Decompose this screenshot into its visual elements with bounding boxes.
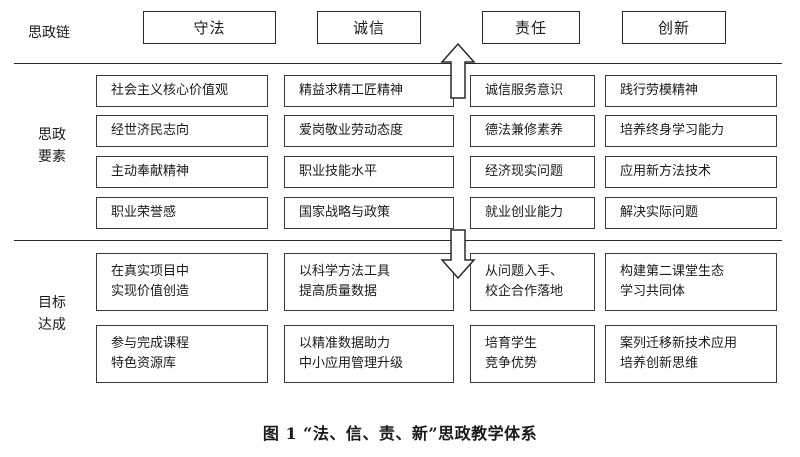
header-box-integrity: 诚信: [317, 11, 421, 44]
goal-cell-line: 校企合作落地: [485, 284, 564, 299]
element-cell: 经济现实问题: [470, 156, 595, 188]
goal-cell-line: 构建第二课堂生态: [620, 264, 725, 279]
goal-cell: 构建第二课堂生态学习共同体: [605, 253, 777, 311]
figure-caption: 图 1 “法、信、责、新”思政教学体系: [262, 424, 538, 443]
goal-cell-line: 以精准数据助力: [299, 336, 391, 351]
element-cell: 职业技能水平: [284, 156, 454, 188]
element-cell: 诚信服务意识: [470, 75, 595, 107]
goal-cell-line: 案列迁移新技术应用: [620, 336, 738, 351]
goal-cell-line: 特色资源库: [111, 356, 177, 371]
goal-cell: 在真实项目中实现价值创造: [96, 253, 268, 311]
element-cell: 爱岗敬业劳动态度: [284, 115, 454, 147]
element-cell: 培养终身学习能力: [605, 115, 777, 147]
goal-cell: 以精准数据助力中小应用管理升级: [284, 325, 454, 383]
goal-cell: 从问题入手、校企合作落地: [470, 253, 595, 311]
divider-top: [14, 63, 782, 64]
goal-cell: 以科学方法工具提高质量数据: [284, 253, 454, 311]
element-cell: 国家战略与政策: [284, 197, 454, 229]
goal-cell-line: 竞争优势: [485, 356, 538, 371]
element-cell: 精益求精工匠精神: [284, 75, 454, 107]
header-box-law: 守法: [143, 11, 276, 44]
goal-cell-line: 以科学方法工具: [299, 264, 391, 279]
divider-middle: [14, 240, 782, 241]
header-box-innovation: 创新: [622, 11, 726, 44]
goal-cell-line: 中小应用管理升级: [299, 356, 404, 371]
element-cell: 德法兼修素养: [470, 115, 595, 147]
element-cell: 就业创业能力: [470, 197, 595, 229]
goal-cell-line: 培育学生: [485, 336, 538, 351]
goal-cell-line: 在真实项目中: [111, 264, 190, 279]
goal-cell: 培育学生竞争优势: [470, 325, 595, 383]
chain-label: 思政链: [28, 25, 70, 41]
goal-cell-line: 从问题入手、: [485, 264, 564, 279]
element-cell: 社会主义核心价值观: [96, 75, 268, 107]
goal-cell: 案列迁移新技术应用培养创新思维: [605, 325, 777, 383]
element-cell: 解决实际问题: [605, 197, 777, 229]
goal-cell-line: 提高质量数据: [299, 284, 378, 299]
arrow-down-icon: [440, 229, 476, 280]
arrow-up-icon: [440, 42, 476, 99]
element-cell: 应用新方法技术: [605, 156, 777, 188]
goal-cell-line: 学习共同体: [620, 284, 686, 299]
element-cell: 主动奉献精神: [96, 156, 268, 188]
element-cell: 践行劳模精神: [605, 75, 777, 107]
elements-label: 思政 要素: [38, 127, 66, 165]
goal-cell-line: 参与完成课程: [111, 336, 190, 351]
goal-cell-line: 培养创新思维: [620, 356, 699, 371]
element-cell: 经世济民志向: [96, 115, 268, 147]
goal-cell-line: 实现价值创造: [111, 284, 190, 299]
header-box-responsibility: 责任: [482, 11, 580, 44]
goals-label: 目标 达成: [38, 295, 66, 333]
element-cell: 职业荣誉感: [96, 197, 268, 229]
goal-cell: 参与完成课程特色资源库: [96, 325, 268, 383]
